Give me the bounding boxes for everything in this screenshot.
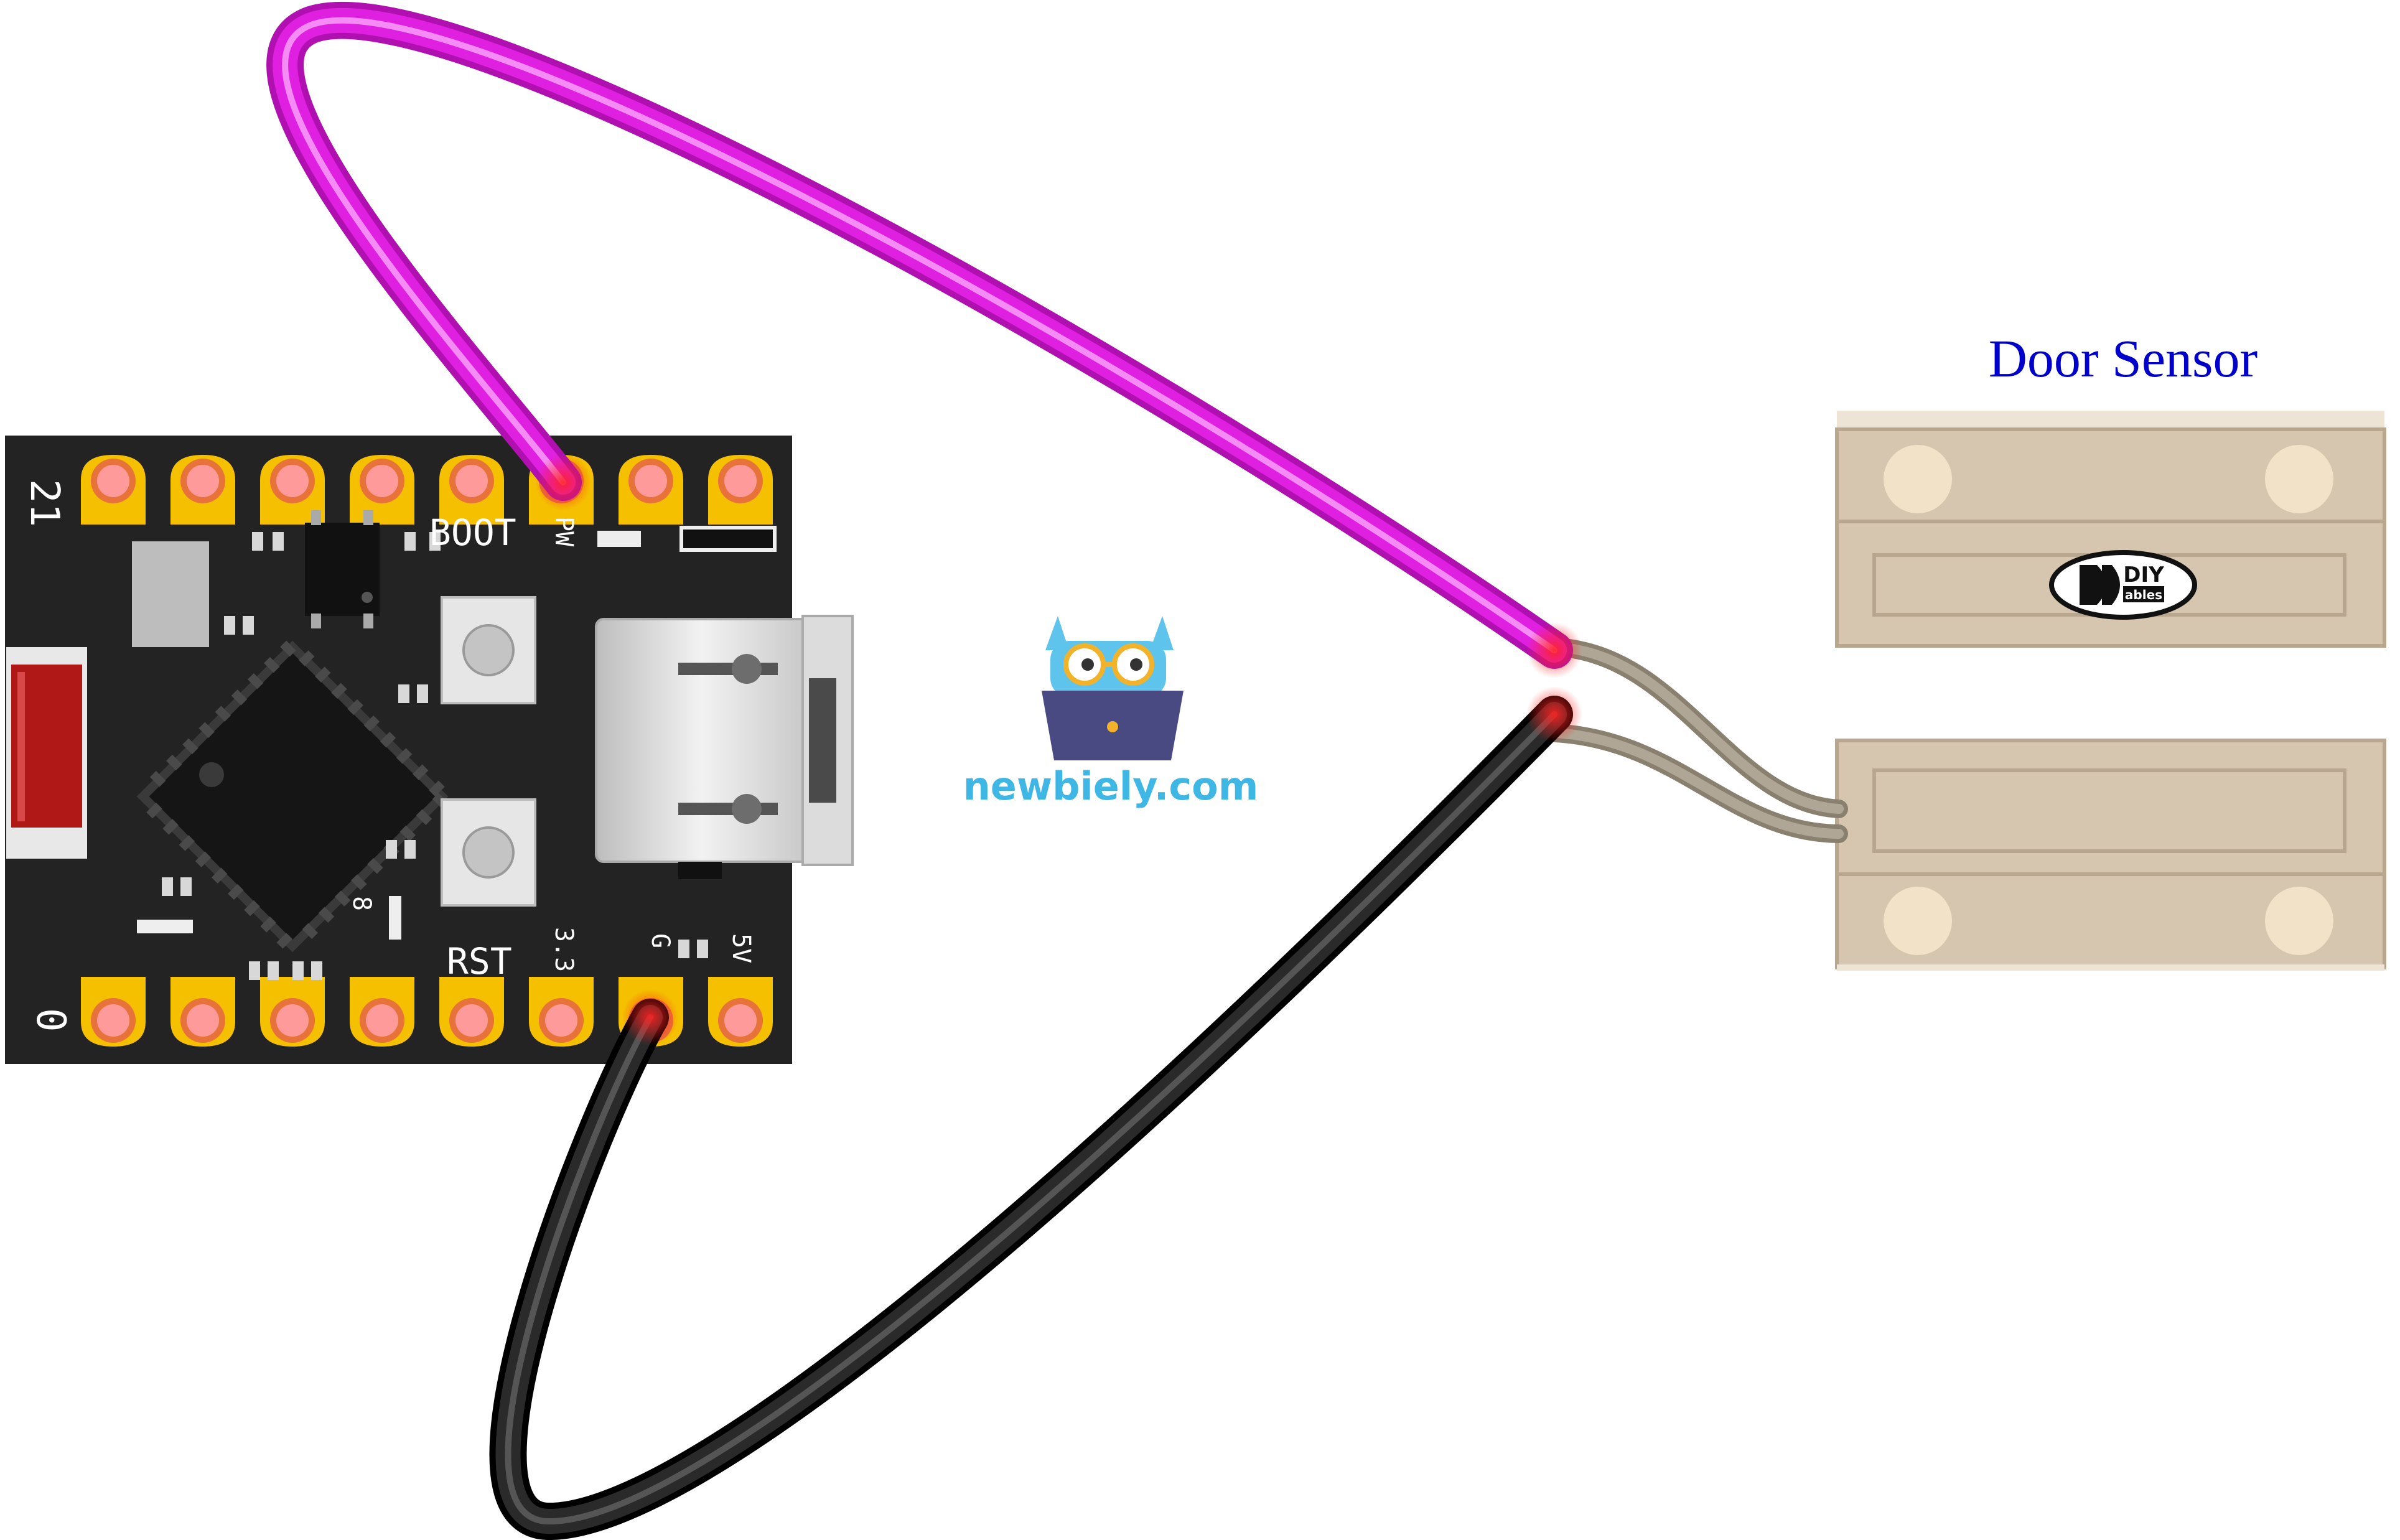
eight-label: 8 <box>347 896 376 911</box>
chip-pin <box>413 764 429 780</box>
mcu-board: 21 0 BOOT RST PW 3.3 G 5V 8 <box>5 436 854 1064</box>
chip-pin <box>244 900 260 917</box>
chip-pin <box>396 748 413 764</box>
owl-laptop-icon <box>1042 616 1184 760</box>
chip-pin <box>260 917 276 933</box>
chip-pin <box>276 933 293 949</box>
v5-pin-label: 5V <box>727 933 755 963</box>
chip-pin <box>351 874 367 890</box>
chip-pin <box>399 825 416 842</box>
top-header-pin[interactable] <box>350 455 414 525</box>
chip-pin <box>146 802 162 819</box>
wires <box>266 1 1582 1540</box>
bottom-header-pin[interactable] <box>170 977 235 1047</box>
microcontroller-chip <box>136 640 449 953</box>
boot-button[interactable] <box>441 596 536 704</box>
watermark-text: newbiely.com <box>963 763 1259 809</box>
bottom-header-pin[interactable] <box>81 977 146 1047</box>
chip-pin <box>149 770 166 787</box>
chip-pin <box>247 673 264 689</box>
ground-wire-end-glow <box>1526 686 1582 742</box>
red-connector <box>6 647 87 859</box>
signal-pin-glow <box>535 454 591 510</box>
chip-pin <box>331 683 347 699</box>
chip-pin <box>211 867 228 884</box>
sensor-switch <box>1835 739 2386 971</box>
bottom-header-pin[interactable] <box>350 977 414 1047</box>
chip-pin <box>182 738 198 755</box>
chip-pin <box>264 656 280 673</box>
regulator-chip <box>305 510 380 628</box>
chip-pin <box>315 666 331 683</box>
diyables-logo-icon: DIY ables <box>2049 550 2197 620</box>
ground-pin-glow <box>622 989 678 1045</box>
sensor-lead-2-core <box>1551 728 1844 839</box>
rst-label: RST <box>447 940 512 982</box>
top-corner-label: 21 <box>21 479 67 527</box>
signal-wire-highlight <box>282 17 1557 653</box>
chip-pin <box>429 780 445 797</box>
boot-label: BOOT <box>429 511 516 554</box>
chip-pin <box>347 699 363 716</box>
chip-pin <box>162 819 179 835</box>
chip-pin <box>228 884 244 900</box>
crystal-module <box>132 541 209 647</box>
top-header-pin[interactable] <box>708 455 773 525</box>
chip-pin <box>179 835 195 851</box>
smd-components <box>137 526 777 980</box>
usb-c-port[interactable] <box>595 615 854 879</box>
chip-pin <box>380 732 396 748</box>
chip-pin <box>166 754 182 771</box>
chip-pin <box>367 857 383 874</box>
top-header-pin[interactable] <box>81 455 146 525</box>
bottom-header-pin[interactable] <box>529 977 594 1047</box>
door-sensor: Door Sensor DIY ables <box>1546 329 2386 971</box>
logo-text: DIY <box>2123 562 2164 587</box>
bottom-header-pin[interactable] <box>260 977 325 1047</box>
sensor-magnet: DIY ables <box>1835 411 2386 648</box>
chip-pin <box>302 923 319 940</box>
watermark: newbiely.com <box>963 616 1259 809</box>
signal-wire-end-glow <box>1526 622 1582 678</box>
top-header-pin[interactable] <box>170 455 235 525</box>
top-header-pin[interactable] <box>619 455 683 525</box>
chip-pin <box>215 706 231 722</box>
sensor-lead-1-core <box>1551 642 1844 814</box>
top-header-pin[interactable] <box>439 455 504 525</box>
chip-pin <box>363 715 380 732</box>
logo-subtext: ables <box>2125 587 2162 602</box>
bottom-corner-label: 0 <box>27 1008 73 1032</box>
chip-pin <box>280 640 296 657</box>
ground-wire-highlight <box>505 711 1557 1525</box>
chip-pin <box>231 689 248 706</box>
gnd-pin-label: G <box>646 933 675 948</box>
top-header-pin[interactable] <box>260 455 325 525</box>
bottom-header-pin[interactable] <box>708 977 773 1047</box>
bottom-header-pin[interactable] <box>439 977 504 1047</box>
chip-pin <box>298 650 315 666</box>
chip-pin <box>334 890 351 907</box>
chip-pin <box>416 809 432 825</box>
v33-pin-label: 3.3 <box>549 927 578 972</box>
chip-pin <box>195 851 212 867</box>
chip-pin <box>318 907 335 923</box>
pw-pin-label: PW <box>549 516 578 547</box>
reset-button[interactable] <box>441 798 536 907</box>
sensor-title: Door Sensor <box>1989 329 2258 388</box>
chip-pin <box>198 722 215 738</box>
